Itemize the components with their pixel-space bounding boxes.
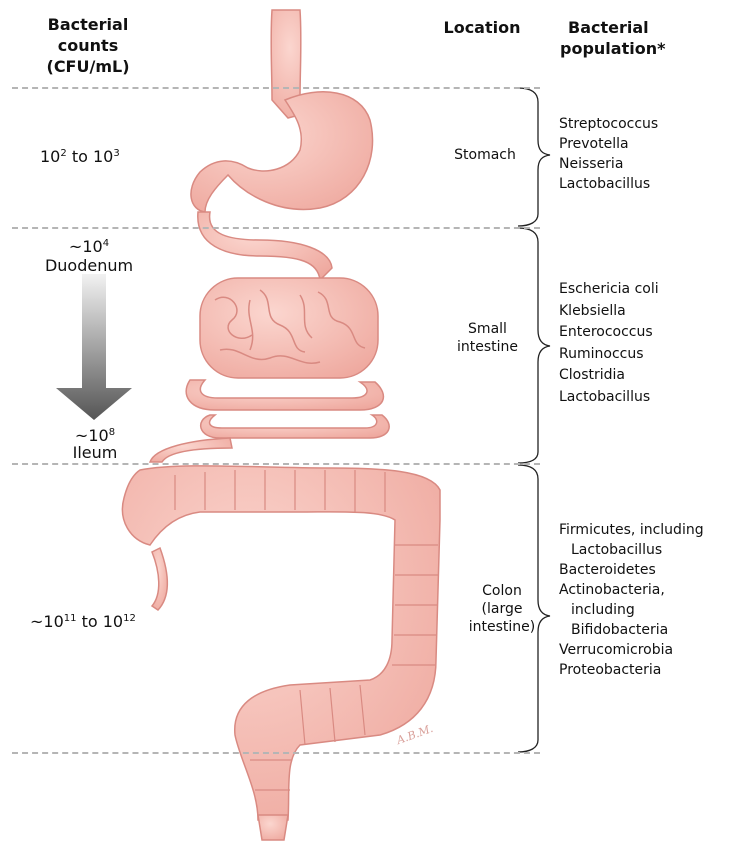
list-item: Eschericia coli: [559, 279, 659, 301]
population-small-intestine: Eschericia coli Klebsiella Enterococcus …: [559, 279, 659, 409]
list-item: Lactobacillus: [559, 387, 659, 409]
header-population-line2: population*: [560, 38, 670, 59]
divider-top: [12, 87, 540, 89]
list-item: Bifidobacteria: [559, 620, 704, 640]
list-item: Klebsiella: [559, 301, 659, 323]
list-item: Ruminoccus: [559, 344, 659, 366]
large-intestine: [122, 466, 440, 820]
header-counts-line2: counts: [28, 35, 148, 56]
count-duodenum: ~104 Duodenum: [44, 237, 134, 275]
count-colon: ~1011 to 1012: [30, 612, 136, 631]
list-item: Verrucomicrobia: [559, 640, 704, 660]
list-item: Streptococcus: [559, 114, 658, 134]
list-item: Firmicutes, including: [559, 520, 704, 540]
list-item: including: [559, 600, 704, 620]
divider-bottom: [12, 752, 540, 754]
list-item: Bacteroidetes: [559, 560, 704, 580]
list-item: Lactobacillus: [559, 540, 704, 560]
location-colon: Colon (large intestine): [462, 582, 542, 636]
header-population-line1: Bacterial: [560, 17, 670, 38]
divider-small-colon: [12, 463, 540, 465]
divider-stomach-small: [12, 227, 540, 229]
count-stomach: 102 to 103: [40, 147, 120, 166]
list-item: Enterococcus: [559, 322, 659, 344]
list-item: Lactobacillus: [559, 174, 658, 194]
header-bacterial-counts: Bacterial counts (CFU/mL): [28, 14, 148, 77]
header-bacterial-population: Bacterial population*: [560, 17, 670, 59]
list-item: Actinobacteria,: [559, 580, 704, 600]
gradient-arrow: [56, 274, 132, 420]
list-item: Prevotella: [559, 134, 658, 154]
braces: [518, 88, 550, 752]
header-location: Location: [432, 17, 532, 38]
location-small-intestine: Small intestine: [445, 320, 530, 356]
list-item: Clostridia: [559, 365, 659, 387]
population-colon: Firmicutes, including Lactobacillus Bact…: [559, 520, 704, 680]
header-counts-line1: Bacterial: [28, 14, 148, 35]
population-stomach: Streptococcus Prevotella Neisseria Lacto…: [559, 114, 658, 194]
duodenum: [198, 212, 332, 280]
small-intestine: [150, 278, 389, 462]
list-item: Proteobacteria: [559, 660, 704, 680]
location-stomach: Stomach: [440, 146, 530, 164]
label-ileum: Ileum: [50, 443, 140, 462]
count-ileum: ~108 Ileum: [50, 426, 140, 462]
label-duodenum: Duodenum: [44, 256, 134, 275]
list-item: Neisseria: [559, 154, 658, 174]
header-counts-line3: (CFU/mL): [28, 56, 148, 77]
rectum: [258, 815, 288, 840]
